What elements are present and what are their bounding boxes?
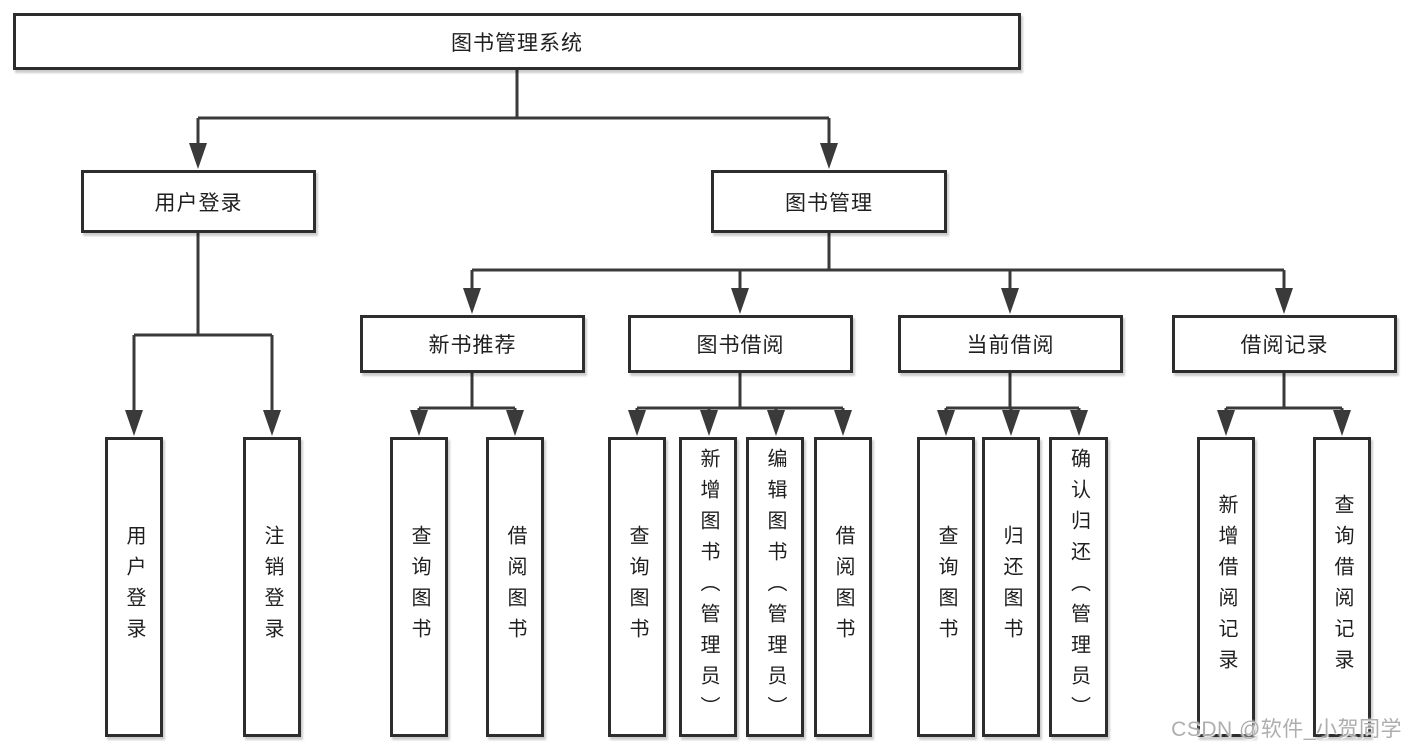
node-add-books-admin: 新增图书（管理员） bbox=[679, 437, 737, 737]
node-current-borrowing-label: 当前借阅 bbox=[966, 334, 1055, 357]
node-new-book-recommend: 新书推荐 bbox=[360, 315, 585, 373]
node-book-management-label: 图书管理 bbox=[785, 191, 873, 215]
node-query-books-current-label: 查询图书 bbox=[935, 525, 957, 649]
node-query-books-borrowing-label: 查询图书 bbox=[626, 525, 648, 649]
node-confirm-return-admin: 确认归还（管理员） bbox=[1049, 437, 1108, 737]
node-add-borrow-record: 新增借阅记录 bbox=[1197, 437, 1255, 737]
node-book-borrowing: 图书借阅 bbox=[628, 315, 853, 373]
node-user-login-label: 用户登录 bbox=[154, 191, 243, 215]
node-borrow-books-recommend: 借阅图书 bbox=[486, 437, 544, 737]
node-current-borrowing: 当前借阅 bbox=[898, 315, 1123, 373]
node-logout-action: 注销登录 bbox=[243, 437, 301, 737]
node-logout-action-label: 注销登录 bbox=[261, 525, 283, 649]
node-query-borrow-record: 查询借阅记录 bbox=[1313, 437, 1371, 737]
node-query-borrow-record-label: 查询借阅记录 bbox=[1331, 494, 1353, 680]
node-root-label: 图书管理系统 bbox=[451, 31, 583, 55]
node-edit-books-admin: 编辑图书（管理员） bbox=[746, 437, 804, 737]
node-root: 图书管理系统 bbox=[13, 13, 1021, 70]
node-query-books-borrowing: 查询图书 bbox=[608, 437, 666, 737]
node-user-login: 用户登录 bbox=[81, 170, 316, 233]
csdn-watermark: CSDN @软件_小贺同学 bbox=[1171, 718, 1402, 741]
node-query-books-current: 查询图书 bbox=[917, 437, 975, 737]
node-query-books-recommend-label: 查询图书 bbox=[408, 525, 430, 649]
node-borrow-records: 借阅记录 bbox=[1172, 315, 1397, 373]
node-new-book-recommend-label: 新书推荐 bbox=[428, 334, 517, 357]
node-user-login-action-label: 用户登录 bbox=[123, 525, 145, 649]
node-user-login-action: 用户登录 bbox=[105, 437, 163, 737]
node-query-books-recommend: 查询图书 bbox=[390, 437, 448, 737]
node-borrow-books-action-label: 借阅图书 bbox=[832, 525, 854, 649]
node-book-borrowing-label: 图书借阅 bbox=[696, 334, 785, 357]
node-confirm-return-admin-label: 确认归还（管理员） bbox=[1067, 447, 1090, 727]
node-book-management: 图书管理 bbox=[711, 170, 947, 233]
node-borrow-books-action: 借阅图书 bbox=[814, 437, 872, 737]
node-borrow-records-label: 借阅记录 bbox=[1240, 334, 1329, 357]
node-edit-books-admin-label: 编辑图书（管理员） bbox=[764, 447, 786, 727]
node-add-borrow-record-label: 新增借阅记录 bbox=[1215, 494, 1237, 680]
node-return-books: 归还图书 bbox=[982, 437, 1040, 737]
node-add-books-admin-label: 新增图书（管理员） bbox=[697, 447, 719, 727]
node-borrow-books-recommend-label: 借阅图书 bbox=[504, 525, 526, 649]
node-return-books-label: 归还图书 bbox=[1000, 525, 1022, 649]
